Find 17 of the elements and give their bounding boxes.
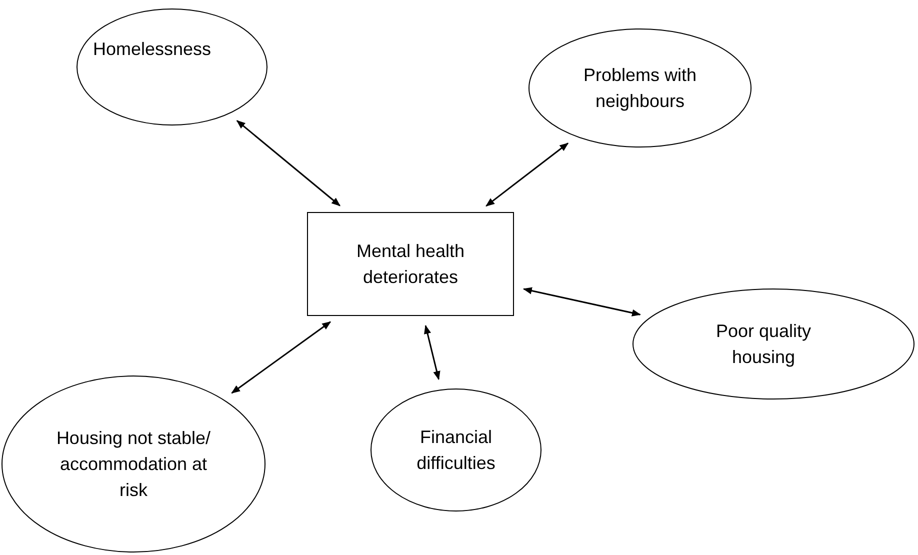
ellipse-node bbox=[370, 388, 542, 512]
double-arrow bbox=[236, 120, 341, 206]
node-label: Homelessness bbox=[92, 38, 212, 61]
ellipse-node bbox=[76, 8, 268, 126]
ellipse-node bbox=[528, 28, 752, 148]
ellipse-node bbox=[1, 375, 266, 553]
double-arrow bbox=[522, 287, 641, 316]
node-label: Housing not stable/ accommodation at risk bbox=[55, 427, 212, 502]
node-label: Financial difficulties bbox=[416, 426, 496, 475]
double-arrow bbox=[424, 324, 440, 380]
double-arrow bbox=[486, 142, 569, 206]
double-arrow bbox=[231, 321, 332, 394]
node-label: Problems with neighbours bbox=[582, 64, 698, 113]
node-label: Poor quality housing bbox=[714, 320, 812, 369]
node-label: Mental health deteriorates bbox=[355, 240, 466, 289]
process-box bbox=[307, 212, 514, 316]
ellipse-node bbox=[632, 288, 915, 400]
